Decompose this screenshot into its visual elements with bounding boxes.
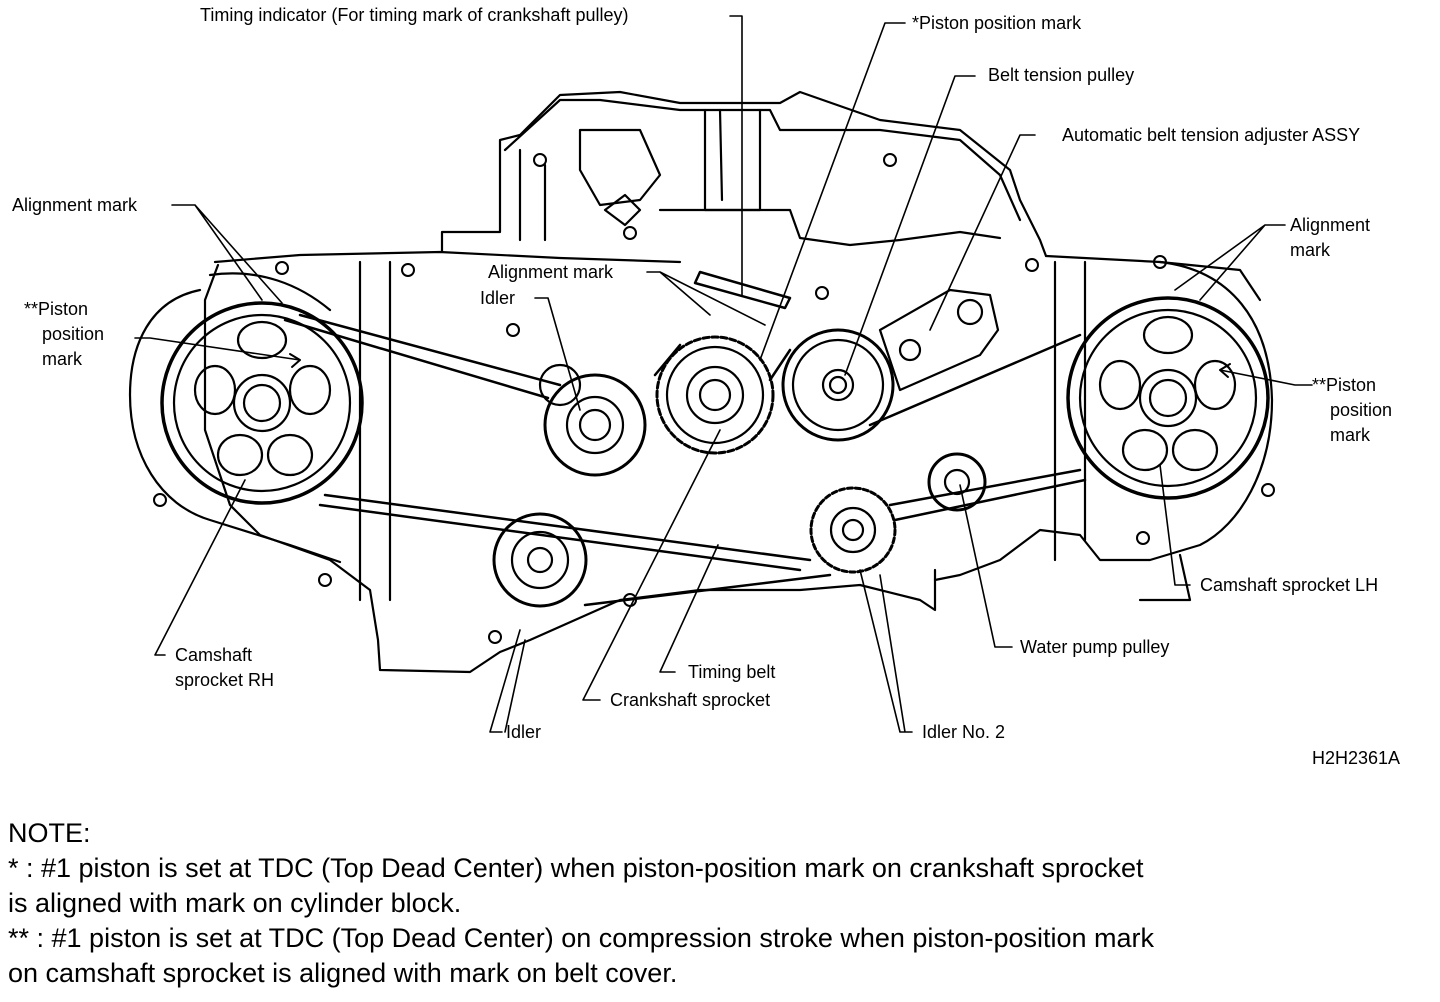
label-camshaft-rh-1: Camshaft <box>175 645 253 665</box>
timing-indicator-scale <box>693 270 792 310</box>
label-alignment-mark-center: Alignment mark <box>488 262 614 282</box>
label-alignment-mark-left: Alignment mark <box>12 195 138 215</box>
auto-tension-adjuster <box>878 288 1000 392</box>
note-line-3: ** : #1 piston is set at TDC (Top Dead C… <box>8 923 1155 953</box>
crankshaft-sprocket <box>655 335 775 455</box>
timing-belt-diagram <box>128 15 1313 733</box>
label-alignment-mark-right-2: mark <box>1290 240 1330 260</box>
label-water-pump: Water pump pulley <box>1020 637 1170 657</box>
label-piston-right-1: **Piston <box>1312 375 1377 395</box>
note-block: NOTE: * : #1 piston is set at TDC (Top D… <box>8 816 1436 991</box>
camshaft-sprocket-lh <box>1066 296 1270 500</box>
idler-top <box>538 363 647 477</box>
leader-lines <box>134 15 1313 733</box>
note-heading: NOTE: <box>8 818 91 848</box>
bolt-holes <box>153 153 1275 644</box>
label-camshaft-lh: Camshaft sprocket LH <box>1200 575 1379 595</box>
belt-cover-right <box>933 254 1274 582</box>
engine-block-upper <box>440 90 1048 258</box>
label-piston-right-3: mark <box>1330 425 1370 445</box>
idler-no2 <box>809 486 897 574</box>
label-idler-no2: Idler No. 2 <box>922 722 1006 742</box>
label-crankshaft-sprocket: Crankshaft sprocket <box>610 690 771 710</box>
figure-code: H2H2361A <box>1312 748 1401 768</box>
idler-bottom <box>492 512 588 608</box>
label-alignment-mark-right-1: Alignment <box>1290 215 1371 235</box>
label-idler-top: Idler <box>480 288 516 308</box>
label-piston-position-mark: *Piston position mark <box>912 13 1082 33</box>
water-pump-pulley <box>927 452 987 512</box>
note-line-2: is aligned with mark on cylinder block. <box>8 888 462 918</box>
label-piston-right-2: position <box>1330 400 1393 420</box>
camshaft-sprocket-rh <box>160 301 364 505</box>
label-piston-left-1: **Piston <box>24 299 89 319</box>
timing-belt <box>283 313 1087 607</box>
belt-tension-pulley <box>781 328 895 442</box>
label-belt-tension-pulley: Belt tension pulley <box>988 65 1135 85</box>
note-line-4: on camshaft sprocket is aligned with mar… <box>8 958 678 988</box>
note-line-1: * : #1 piston is set at TDC (Top Dead Ce… <box>8 853 1144 883</box>
label-piston-left-2: position <box>42 324 105 344</box>
label-auto-adjuster: Automatic belt tension adjuster ASSY <box>1062 125 1361 145</box>
label-timing-indicator: Timing indicator (For timing mark of cra… <box>200 5 629 25</box>
label-piston-left-3: mark <box>42 349 82 369</box>
label-timing-belt: Timing belt <box>688 662 776 682</box>
label-camshaft-rh-2: sprocket RH <box>175 670 275 690</box>
label-idler-bottom: Idler <box>506 722 542 742</box>
belt-cover-left <box>203 250 937 674</box>
